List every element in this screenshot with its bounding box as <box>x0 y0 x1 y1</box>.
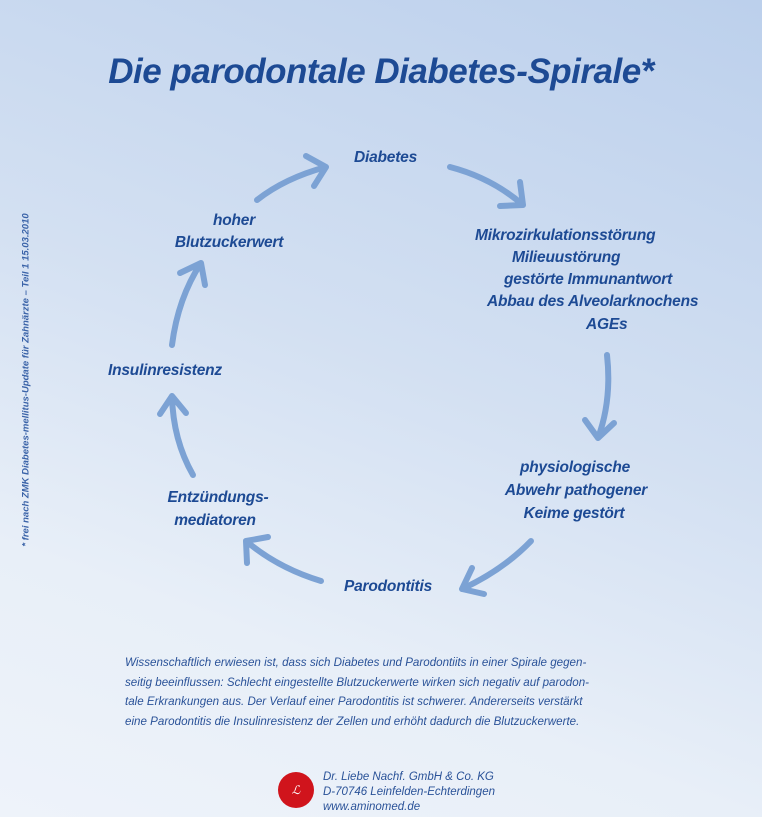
node-entzuendung-line: mediatoren <box>174 512 256 529</box>
paragraph-line: eine Parodontitis die Insulinresistenz d… <box>125 714 580 728</box>
paragraph-line: seitig beeinflussen: Schlecht eingestell… <box>125 675 590 689</box>
node-abwehr-line: Keime gestört <box>523 505 625 522</box>
arrow-5 <box>243 534 324 584</box>
company-location: D-70746 Leinfelden-Echterdingen <box>323 786 495 798</box>
description-paragraph: Wissenschaftlich erwiesen ist, dass sich… <box>125 653 665 731</box>
arrow-4 <box>459 538 534 597</box>
node-mikro-line: Abbau des Alveolarknochens <box>487 293 699 310</box>
node-blutzucker-line: hoher <box>212 212 256 229</box>
arrow-1 <box>254 153 329 203</box>
company-logo: ℒ <box>278 772 314 808</box>
node-insulinresistenz: Insulinresistenz <box>108 362 222 379</box>
node-entzuendung-line: Entzündungs- <box>167 489 269 506</box>
arrow-2 <box>447 164 526 209</box>
node-mikro-line: gestörte Immunantwort <box>504 271 673 288</box>
arrow-6 <box>157 393 196 478</box>
paragraph-line: tale Erkrankungen aus. Der Verlauf einer… <box>125 695 583 708</box>
node-mikro-line: Milieuustörung <box>512 249 621 266</box>
node-diabetes: Diabetes <box>354 149 418 166</box>
node-parodontitis: Parodontitis <box>344 578 433 595</box>
company-address: Dr. Liebe Nachf. GmbH & Co. KG D-70746 L… <box>323 770 495 815</box>
company-website[interactable]: www.aminomed.de <box>323 801 421 813</box>
node-blutzucker-line: Blutzuckerwert <box>174 234 284 251</box>
company-name: Dr. Liebe Nachf. GmbH & Co. KG <box>323 771 494 783</box>
node-abwehr-line: physiologische <box>519 459 631 476</box>
paragraph-line: Wissenschaftlich erwiesen ist, dass sich… <box>125 656 587 669</box>
arrow-7 <box>169 260 208 348</box>
node-abwehr-line: Abwehr pathogener <box>504 482 648 499</box>
page-title: Die parodontale Diabetes-Spirale* <box>108 52 654 91</box>
arrow-3 <box>582 352 617 441</box>
node-mikro-line: AGEs <box>586 316 628 333</box>
node-mikro-line: Mikrozirkulationsstörung <box>475 227 656 244</box>
